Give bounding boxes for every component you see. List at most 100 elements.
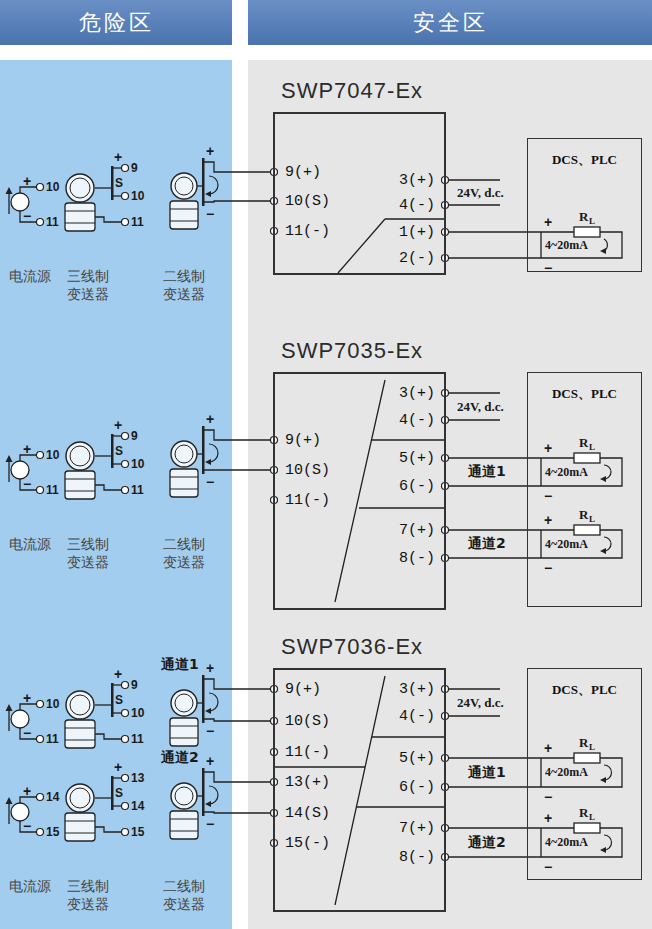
terminal-bar xyxy=(202,768,205,816)
terminal-bar xyxy=(111,434,114,468)
signal-range: 4~20mA xyxy=(545,465,588,480)
terminal-label: 11(-) xyxy=(285,223,330,240)
transmitter-body xyxy=(170,811,198,839)
channel-label: 通道1 xyxy=(468,764,506,782)
device-caption: 三线制 变送器 xyxy=(65,268,111,303)
device-caption: 三线制 变送器 xyxy=(65,536,111,571)
transmitter-head xyxy=(70,178,90,198)
wire xyxy=(95,187,111,188)
device-caption: 二线制 变送器 xyxy=(161,536,207,571)
model-name: SWP7035-Ex xyxy=(281,338,423,364)
transmitter-body-line xyxy=(170,819,198,831)
resistor-label: R xyxy=(579,805,588,821)
terminal-label: 4(-) xyxy=(399,197,435,214)
transmitter-head xyxy=(66,442,94,470)
signal-range: 4~20mA xyxy=(545,238,588,253)
polarity-sign: + xyxy=(23,690,31,706)
polarity-sign: − xyxy=(206,723,214,739)
terminal-circle xyxy=(122,487,129,494)
channel-label: 通道2 xyxy=(468,535,506,553)
polarity-sign: − xyxy=(544,488,552,504)
terminal-label: 10(S) xyxy=(285,713,330,730)
resistor-label: R xyxy=(579,209,588,225)
signal-wire xyxy=(445,757,527,758)
terminal-number: 10 xyxy=(46,180,59,194)
current-arrow xyxy=(8,803,9,824)
terminal-circle xyxy=(37,701,44,708)
polarity-sign: + xyxy=(544,740,552,756)
transmitter-head xyxy=(171,441,197,467)
signal-wire xyxy=(445,257,527,258)
resistor-subscript: L xyxy=(589,442,595,452)
terminal-label: 8(-) xyxy=(399,849,435,866)
polarity-sign: + xyxy=(544,512,552,528)
transmitter-body xyxy=(65,203,95,231)
transmitter-body-line xyxy=(65,211,95,223)
terminal-circle xyxy=(122,829,129,836)
terminal-number: 11 xyxy=(131,215,144,229)
terminal-bar xyxy=(202,675,205,723)
terminal-circle xyxy=(122,433,129,440)
arrow-head xyxy=(205,801,211,807)
terminal-circle xyxy=(122,193,129,200)
resistor-label: R xyxy=(579,735,588,751)
wire xyxy=(112,435,121,436)
area-header-band: 安全区 xyxy=(248,0,652,45)
transmitter-head xyxy=(175,694,193,712)
terminal-number: 11 xyxy=(131,732,144,746)
terminal-circle xyxy=(37,794,44,801)
resistor-symbol xyxy=(574,525,600,535)
isolation-divider xyxy=(335,380,445,602)
terminal-number: 15 xyxy=(131,825,144,839)
resistor-subscript: L xyxy=(589,742,595,752)
wire xyxy=(203,469,274,470)
terminal-number: S xyxy=(115,176,123,190)
resistor-symbol xyxy=(574,227,600,237)
polarity-sign: − xyxy=(206,474,214,490)
terminal-label: 11(-) xyxy=(285,492,330,509)
loop-arrow xyxy=(209,444,218,462)
arrow-head xyxy=(600,248,606,254)
terminal-number: S xyxy=(115,444,123,458)
terminal-label: 7(+) xyxy=(399,820,435,837)
wire xyxy=(95,704,111,705)
terminal-number: 9 xyxy=(131,678,138,692)
transmitter-body xyxy=(65,720,95,748)
terminal-bar xyxy=(111,166,114,200)
signal-wire xyxy=(445,231,527,232)
transmitter-body-line xyxy=(170,477,198,489)
channel-label: 通道1 xyxy=(161,656,199,674)
loop-arrow xyxy=(209,693,218,711)
terminal-bar xyxy=(202,426,205,474)
transmitter-body xyxy=(170,718,198,746)
transmitter-body-line xyxy=(170,726,198,738)
wire xyxy=(112,777,121,778)
polarity-sign: + xyxy=(114,666,122,682)
polarity-sign: − xyxy=(544,859,552,875)
wire xyxy=(112,195,121,196)
arrow-head xyxy=(6,455,13,462)
transmitter-head xyxy=(66,691,94,719)
current-arrow xyxy=(8,461,9,482)
signal-range: 4~20mA xyxy=(545,537,588,552)
polarity-sign: + xyxy=(23,173,31,189)
terminal-label: 10(S) xyxy=(285,462,330,479)
resistor-subscript: L xyxy=(589,812,595,822)
area-title: 危险区 xyxy=(79,8,154,38)
polarity-sign: − xyxy=(544,789,552,805)
signal-wire xyxy=(445,856,527,857)
arrow-head xyxy=(6,797,13,804)
terminal-label: 2(-) xyxy=(399,250,435,267)
area-header-band: 危险区 xyxy=(0,0,232,45)
supply-label: 24V, d.c. xyxy=(457,185,504,201)
wire xyxy=(95,217,121,222)
polarity-sign: + xyxy=(206,411,214,427)
terminal-circle xyxy=(122,803,129,810)
wire xyxy=(95,485,121,490)
terminal-label: 1(+) xyxy=(399,224,435,241)
terminal-label: 9(+) xyxy=(285,432,321,449)
system-name: DCS、PLC xyxy=(528,681,641,699)
arrow-head xyxy=(600,548,606,554)
terminal-label: 8(-) xyxy=(399,550,435,567)
wire xyxy=(203,162,274,172)
